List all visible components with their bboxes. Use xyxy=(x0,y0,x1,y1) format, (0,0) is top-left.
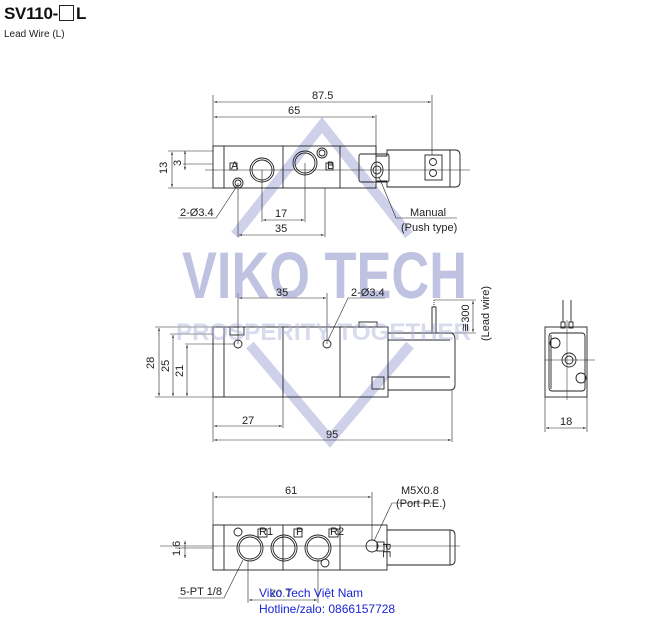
model-title: SV110- L xyxy=(4,4,86,24)
dim-h21: 21 xyxy=(174,365,186,377)
footer-hotline: Hotline/zalo: 0866157728 xyxy=(259,602,396,616)
dim-port-pitch: 17 xyxy=(275,208,287,220)
dim-hole-pitch: 35 xyxy=(275,223,287,235)
dim-offset: 3 xyxy=(172,160,184,166)
port-r2-label: R2 xyxy=(330,526,344,538)
model-placeholder-box xyxy=(58,5,74,21)
dim-h28: 28 xyxy=(145,357,157,369)
footer-company: Viko Tech Việt Nam xyxy=(259,586,364,600)
port-callout: 5-PT 1/8 xyxy=(180,586,222,598)
port-pe-thread: M5X0.8 xyxy=(401,485,439,497)
lead-length: ≅300 xyxy=(460,304,472,332)
lead-wire-label: (Lead wire) xyxy=(480,286,492,341)
port-a-label: A xyxy=(231,160,239,172)
dim-1-6: 1.6 xyxy=(171,541,183,556)
dim-overall: 87.5 xyxy=(312,90,333,102)
port-pe-mark: PE xyxy=(380,543,392,558)
port-p-label: P xyxy=(296,526,303,538)
dim-width-18: 18 xyxy=(560,416,572,428)
watermark-main: VIKO TECH xyxy=(182,238,467,312)
subtitle: Lead Wire (L) xyxy=(4,29,65,40)
port-b-label: B xyxy=(327,160,334,172)
dim-61: 61 xyxy=(285,485,297,497)
manual-type-label: (Push type) xyxy=(401,222,457,234)
port-pe-label: (Port P.E.) xyxy=(396,498,446,510)
dim-95: 95 xyxy=(326,429,338,441)
watermark-tagline: PROSPERITY TOGETHER xyxy=(176,319,471,346)
hole-callout: 2-Ø3.4 xyxy=(180,207,214,219)
dim-body: 65 xyxy=(288,105,300,117)
model-suffix: L xyxy=(75,4,87,23)
bottom-view xyxy=(160,492,460,603)
port-r1-label: R1 xyxy=(259,526,273,538)
dim-27: 27 xyxy=(242,415,254,427)
manual-label: Manual xyxy=(410,207,446,219)
top-view xyxy=(168,95,470,237)
end-view xyxy=(544,300,595,432)
side-hole-callout: 2-Ø3.4 xyxy=(351,287,385,299)
dim-height: 13 xyxy=(158,162,170,174)
dim-h25: 25 xyxy=(160,360,172,372)
dim-pitch: 20.7 xyxy=(270,588,291,600)
model-prefix: SV110- xyxy=(4,4,58,23)
side-dim-hole-pitch: 35 xyxy=(276,287,288,299)
side-view xyxy=(155,293,476,442)
